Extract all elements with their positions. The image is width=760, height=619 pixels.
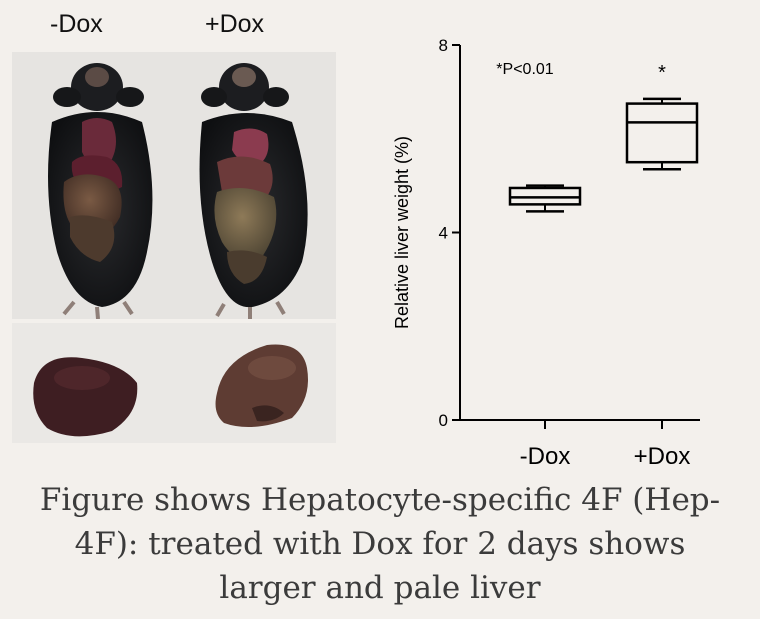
box-1 — [625, 102, 699, 164]
mouse-minus-dox — [48, 63, 153, 319]
annotation-0: *P<0.01 — [496, 61, 553, 78]
photo-label-minus-dox: -Dox — [50, 10, 103, 38]
annotation-1: * — [658, 62, 666, 84]
y-tick-label-8: 8 — [439, 36, 448, 55]
x-tick-label-1: +Dox — [634, 443, 691, 470]
y-axis-label: Relative liver weight (%) — [392, 136, 412, 329]
y-tick-label-4: 4 — [439, 224, 448, 243]
excised-livers-photo — [12, 323, 336, 443]
mouse-plus-dox — [199, 63, 308, 319]
y-tick-label-0: 0 — [439, 411, 448, 430]
liver-minus-dox — [33, 357, 138, 437]
liver-plus-dox — [215, 344, 308, 427]
caption-line-2: 4F): treated with Dox for 2 days shows — [74, 526, 686, 562]
caption-line-1: Figure shows Hepatocyte-specific 4F (Hep… — [39, 482, 721, 518]
photo-label-plus-dox: +Dox — [205, 10, 265, 38]
mice-dissection-photo — [12, 52, 336, 319]
figure-caption: Figure shows Hepatocyte-specific 4F (Hep… — [0, 478, 760, 610]
x-tick-label-0: -Dox — [520, 443, 571, 470]
caption-line-3: larger and pale liver — [219, 570, 541, 606]
